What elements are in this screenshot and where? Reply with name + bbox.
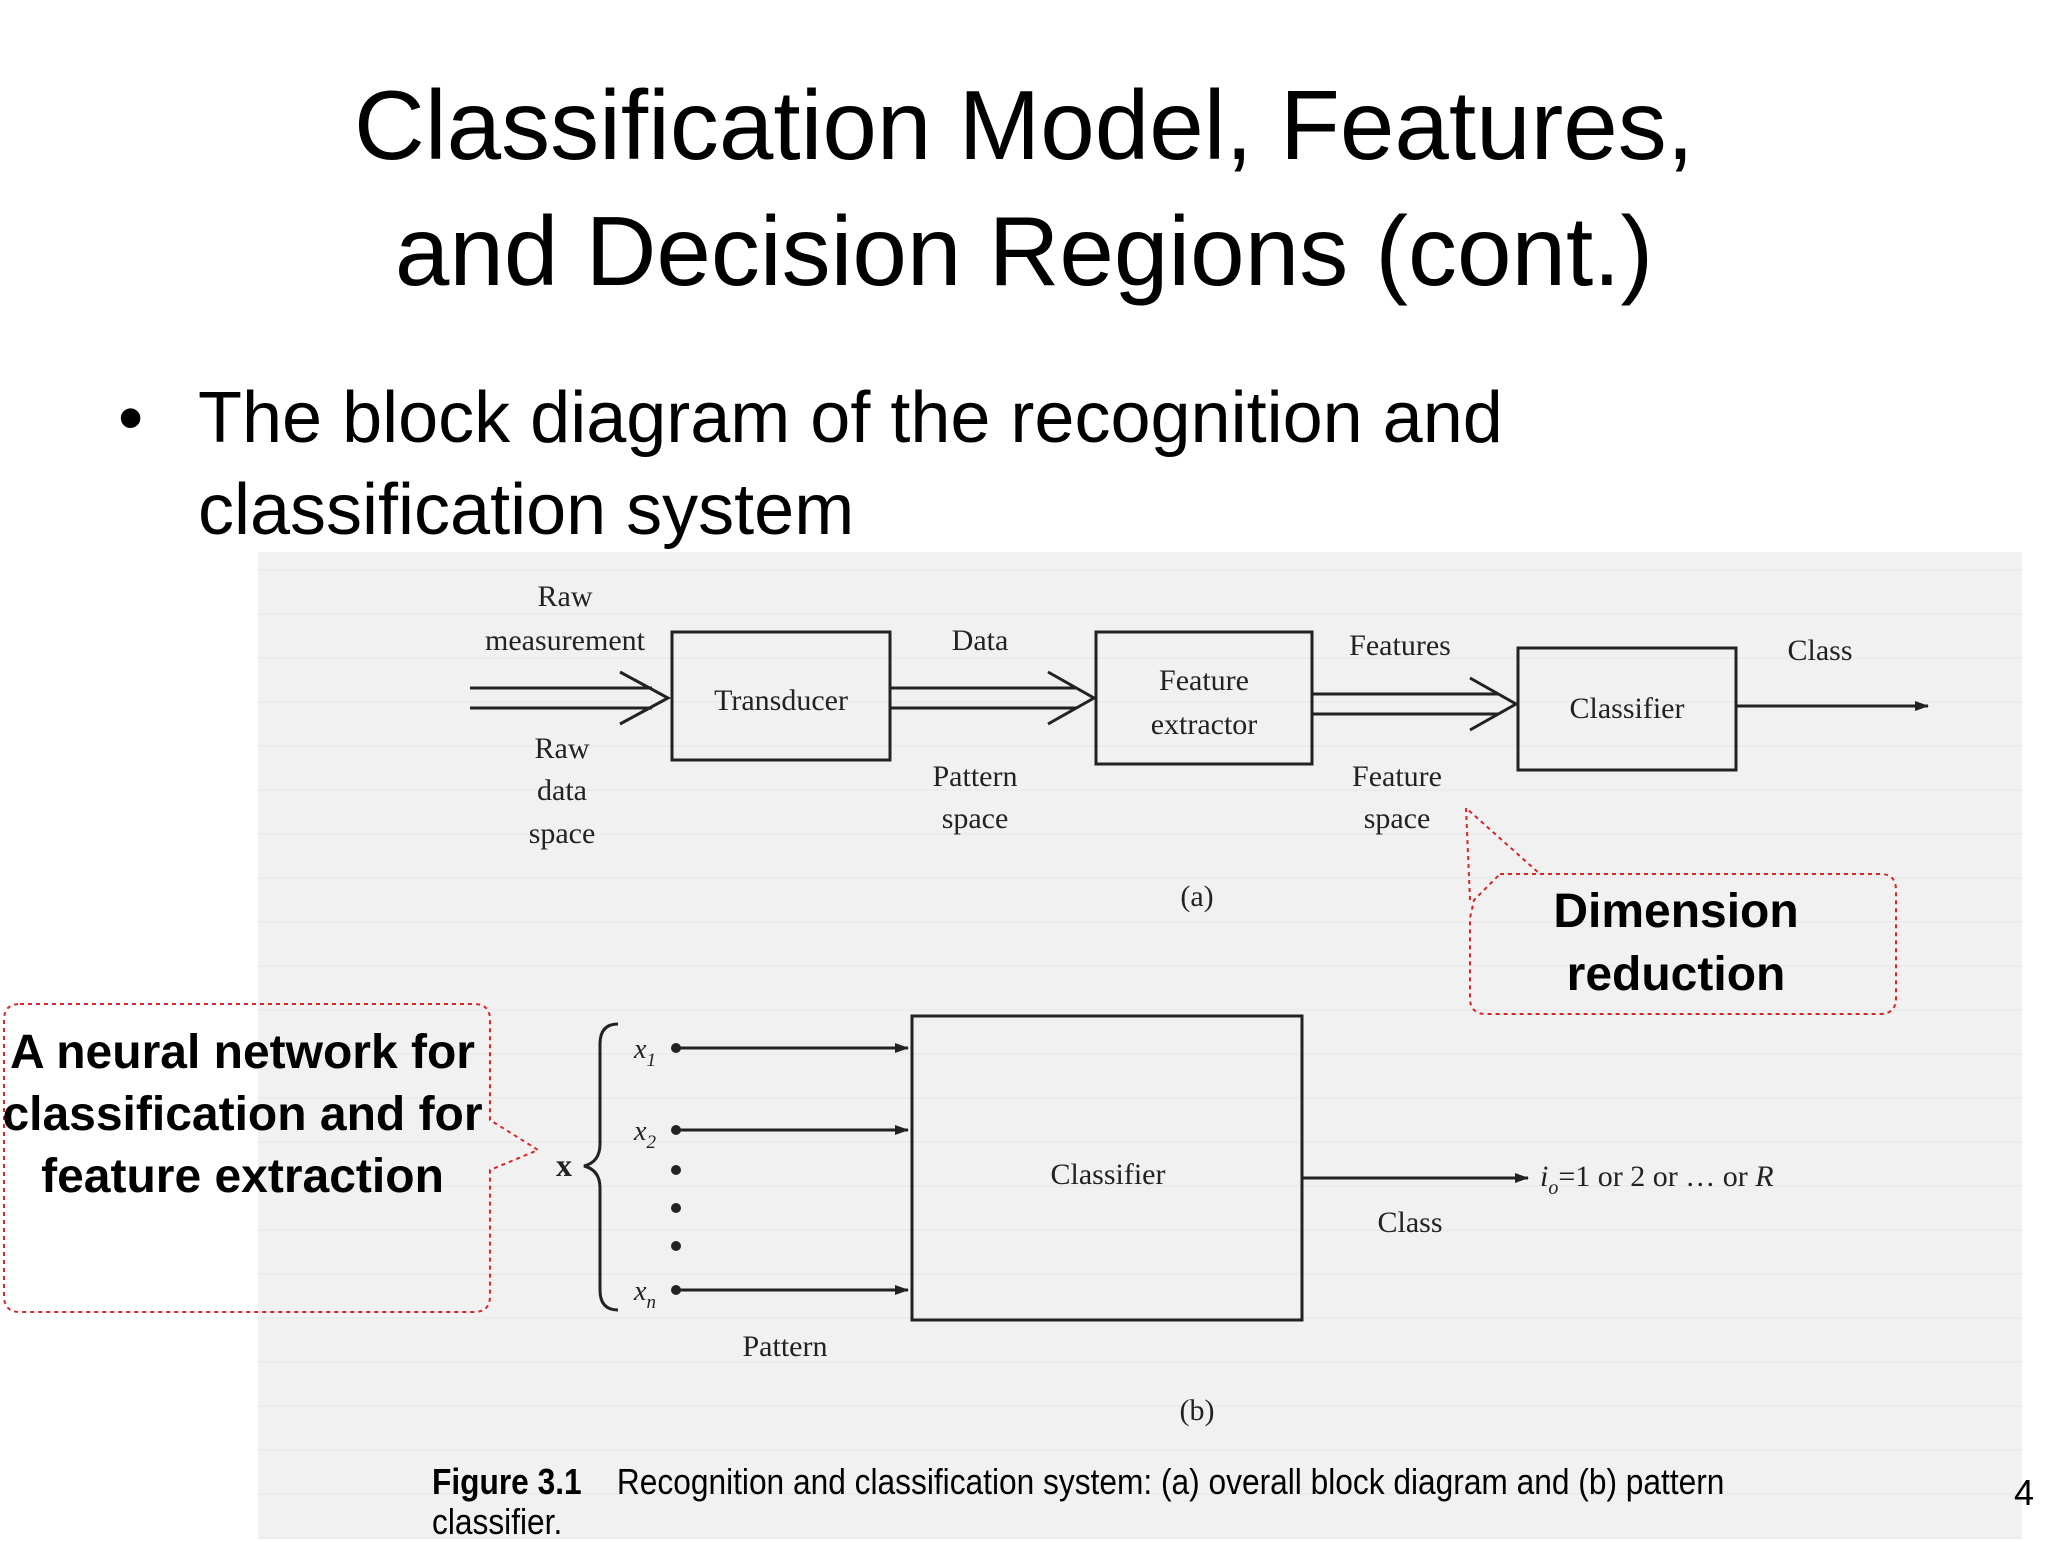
raw-data-space-label-3: space — [529, 817, 596, 850]
raw-data-space-label-1: Raw — [535, 732, 590, 765]
classifier-block-b — [910, 1014, 1304, 1322]
raw-label: Raw — [538, 580, 593, 613]
caption-b: (b) — [1180, 1394, 1215, 1427]
raw-data-space-label-2: data — [537, 774, 587, 807]
pattern-space-label-1: Pattern — [933, 760, 1018, 793]
input-x1-label: x1 — [633, 1034, 656, 1071]
pattern-label: Pattern — [743, 1330, 828, 1363]
classifier-label-b: Classifier — [1051, 1158, 1166, 1191]
figure-caption-label: Figure 3.1 — [432, 1461, 582, 1502]
dimension-reduction-bubble — [1464, 805, 1897, 1015]
feature-space-label-2: space — [1364, 802, 1431, 835]
input-line-n — [671, 1285, 909, 1295]
output-expression: io=1 or 2 or … or R — [1540, 1160, 1774, 1199]
measurement-label: measurement — [485, 624, 646, 657]
title-line-1: Classification Model, Features, — [354, 70, 1694, 180]
input-line-2 — [671, 1125, 909, 1135]
input-xn-label: xn — [633, 1276, 656, 1313]
feature-extractor-label-2: extractor — [1151, 708, 1258, 741]
page-number: 4 — [2014, 1472, 2035, 1513]
dimension-reduction-callout: Dimension reduction — [1553, 885, 1799, 1001]
title-line-2: and Decision Regions (cont.) — [394, 196, 1654, 306]
feature-extractor-block — [1094, 630, 1314, 766]
neural-network-callout: A neural network for classification and … — [2, 1026, 483, 1203]
classifier-label-a: Classifier — [1570, 692, 1685, 725]
neural-network-bubble — [3, 1003, 541, 1313]
vector-brace — [583, 1022, 619, 1312]
features-label: Features — [1349, 629, 1451, 662]
feature-space-label-1: Feature — [1352, 760, 1442, 793]
class-label-b: Class — [1377, 1206, 1442, 1239]
slide-title: Classification Model, Features, and Deci… — [0, 62, 2048, 314]
figure-caption-text: Recognition and classification system: (… — [432, 1461, 1725, 1542]
data-double-arrow — [890, 670, 1098, 726]
classifier-block-a — [1516, 646, 1738, 772]
vector-x-label: x — [556, 1147, 572, 1183]
scanned-figure-background — [258, 552, 2022, 1539]
input-x2-label: x2 — [633, 1116, 656, 1153]
caption-a: (a) — [1180, 880, 1213, 913]
pattern-space-label-2: space — [942, 802, 1009, 835]
feature-extractor-label-1: Feature — [1159, 664, 1249, 697]
data-label: Data — [952, 624, 1009, 657]
bullet-marker: • — [118, 378, 144, 458]
input-double-arrow — [470, 670, 672, 726]
input-ellipsis-dots — [671, 1165, 681, 1251]
class-label-a: Class — [1787, 634, 1852, 667]
figure-caption: Figure 3.1 Recognition and classificatio… — [432, 1462, 1840, 1542]
transducer-block — [670, 630, 892, 762]
features-double-arrow — [1312, 676, 1520, 732]
transducer-label: Transducer — [714, 684, 848, 717]
input-line-1 — [671, 1043, 909, 1053]
bullet-text: The block diagram of the recognition and… — [198, 378, 1503, 550]
